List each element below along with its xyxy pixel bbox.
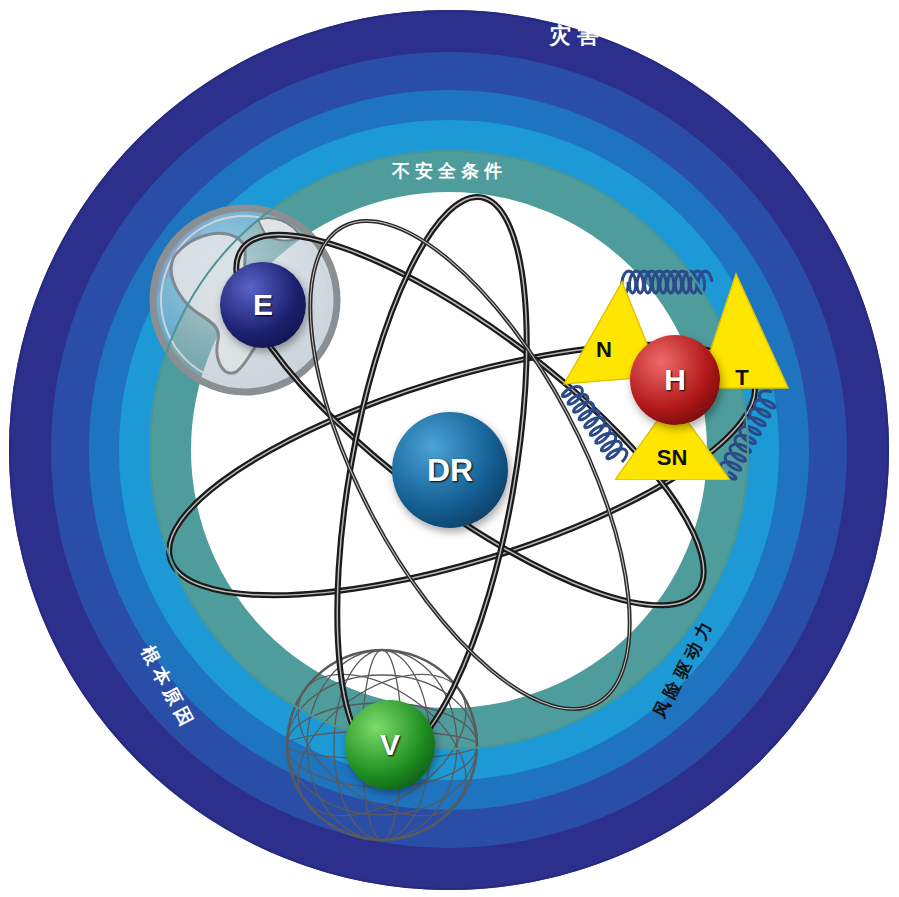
sphere-e: E [220,262,306,348]
triangle-label: SN [657,445,688,470]
sphere-label: V [380,728,400,761]
spring [563,387,627,463]
triangle-label: N [596,337,612,362]
ring-title: 灾害 [549,23,605,48]
text-holder: 不安全条件 [392,159,507,183]
text-holder: V [380,728,400,762]
text-holder: E [253,288,273,322]
label-holder: 风险驱动力 [648,614,720,722]
text-holder: DR [427,452,473,489]
text-holder: 灾害 [549,21,605,51]
ring-edge [150,151,748,749]
text-holder: H [664,363,686,397]
triangle-label: T [735,365,748,390]
triangle [615,400,730,480]
sphere-label: E [253,288,273,321]
sphere-dr: DR [392,412,508,528]
text-holder: SN [657,445,688,471]
root-cause-label: 根本原因 [138,643,199,734]
text-holder: T [735,365,748,391]
label-holder: 根本原因 [136,642,200,734]
spring [622,271,712,293]
text-holder: N [596,337,612,363]
orbits [143,175,780,773]
sphere-h: H [630,335,720,425]
outer-band [9,10,889,890]
sphere-label: DR [427,452,473,488]
ring-edge [10,11,888,889]
sphere-label: H [664,363,686,396]
ring-title: 不安全条件 [392,161,507,181]
hazard-ring: 灾害不安全条件 E N H T DR SN V [9,10,889,890]
teal-band [149,150,749,750]
sphere-v: V [345,700,435,790]
band [89,90,809,810]
band [51,52,847,848]
risk-driver-label: 风险驱动力 [650,615,718,721]
